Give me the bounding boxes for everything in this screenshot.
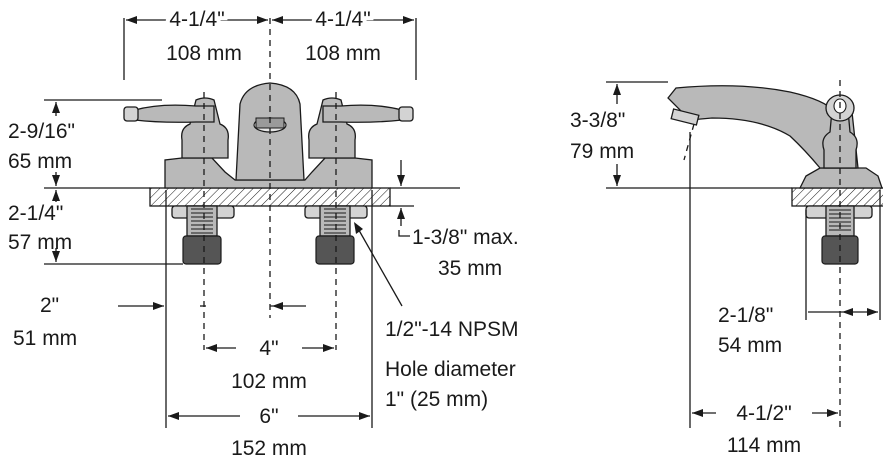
left-lever-tip [123,106,139,122]
dim-spout-height-in: 3-3/8" [570,109,625,132]
dim-reach-mm: 114 mm [727,434,801,457]
dim-offset-in: 2" [40,294,59,317]
side-deck [791,187,883,207]
dim-overall-in: 6" [259,405,278,428]
right-coupling-nut [315,235,355,265]
dim-below-deck-in: 2-1/4" [8,202,63,225]
dim-handle-height-in: 2-9/16" [8,120,75,143]
dim-offset-mm: 51 mm [13,327,77,350]
dim-center-in: 4" [259,337,278,360]
left-coupling-nut [182,235,222,265]
right-lever [322,104,403,123]
dim-deck-thickness-in: 1-3/8" max. [412,226,519,249]
dim-reach-in: 4-1/2" [736,402,791,425]
dim-center-mm: 102 mm [231,370,307,393]
side-view: 3-3/8" 79 mm 2-1/8" 54 mm 4-1/2" 114 mm [570,80,883,457]
side-base [798,167,883,189]
dim-base-mm: 54 mm [718,334,782,357]
dim-spout-height-mm: 79 mm [570,140,634,163]
dim-top-right-mm: 108 mm [305,42,381,65]
front-view: 4-1/4" 108 mm 4-1/4" 108 mm 2-9/16" 65 m… [8,4,519,460]
right-thread [324,208,346,234]
left-lever [134,104,215,123]
dim-top-left-in: 4-1/4" [169,8,224,31]
side-shank [825,205,855,237]
dim-below-deck-mm: 57 mm [8,231,72,254]
right-lever-tip [398,106,414,122]
hole-value: 1" (25 mm) [385,388,488,411]
dim-base-in: 2-1/8" [718,304,773,327]
dim-top-right-in: 4-1/4" [315,8,370,31]
dim-handle-height-mm: 65 mm [8,150,72,173]
dim-deck-thickness-mm: 35 mm [438,257,502,280]
side-spray-line [683,123,695,161]
thread-spec: 1/2"-14 NPSM [385,318,519,341]
dim-top-left-mm: 108 mm [166,42,242,65]
side-aerator [670,108,700,126]
thread-leader [355,224,403,307]
hole-label: Hole diameter [385,358,516,381]
dim-overall-mm: 152 mm [231,437,307,459]
left-thread [191,208,213,234]
